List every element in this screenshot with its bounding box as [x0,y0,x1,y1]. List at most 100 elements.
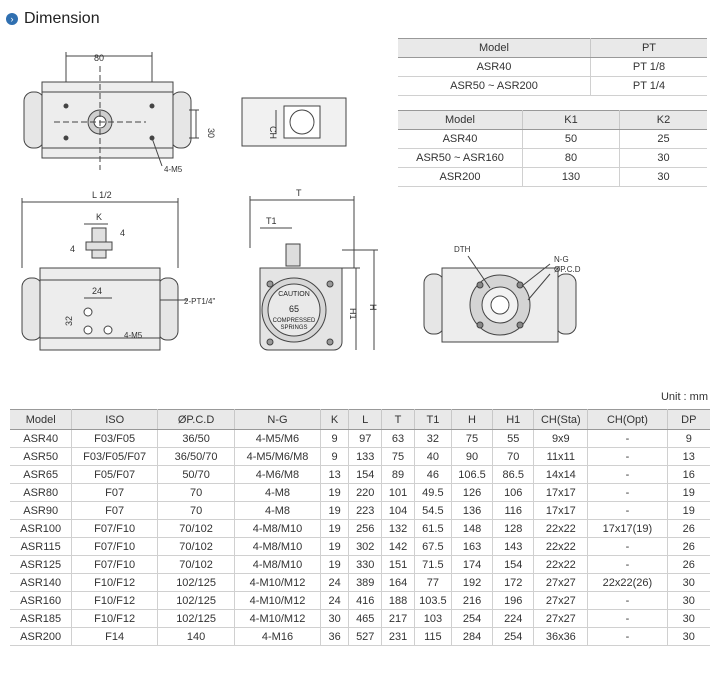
table-cell: ASR125 [10,555,73,574]
table-cell: 70/102 [157,537,236,556]
table-cell: 102/125 [157,609,236,628]
table-cell: 30 [320,609,350,628]
table-cell: 465 [348,609,383,628]
table-cell: F10/F12 [71,573,158,592]
top-view-drawing: 80 30 4-M5 [23,52,216,174]
table-cell: 17x17 [533,483,589,502]
table-cell: 49.5 [414,483,452,502]
table-cell: 192 [451,573,494,592]
table-cell: 9 [667,429,710,448]
dim-col-header: CH(Sta) [533,409,589,430]
table-cell: 231 [381,627,415,646]
table-cell: 223 [348,501,383,520]
table-cell: 174 [451,555,494,574]
table-header-row: Model K1 K2 [398,110,707,130]
table-cell: ASR200 [10,627,73,646]
table-cell: 130 [522,167,620,187]
side-dim-h: H [368,304,378,311]
pt-table: Model PT ASR40 PT 1/8 ASR50 ~ ASR200 PT … [398,38,707,96]
table-cell: F07 [71,483,158,502]
table-cell: 71.5 [414,555,452,574]
table-cell: 30 [667,573,710,592]
table-cell: F07 [71,501,158,520]
section-title: Dimension [24,10,100,27]
table-cell: - [587,465,668,484]
side-view-drawing: T T1 H H1 CAUTION 65 COMPRESSED SPRINGS [249,188,378,351]
table-cell: ASR40 [398,129,523,149]
top-dim-30: 30 [206,128,216,138]
table-cell: 142 [381,537,415,556]
table-cell: 14x14 [533,465,589,484]
section-header: › Dimension [6,10,100,28]
table-cell: ASR115 [10,537,73,556]
table-cell: 19 [667,483,710,502]
table-cell: 284 [451,627,494,646]
table-cell: 70/102 [157,555,236,574]
table-cell: 216 [451,591,494,610]
table-cell: 27x27 [533,609,589,628]
table-cell: 36/50 [157,429,236,448]
table-cell: - [587,501,668,520]
table-cell: 30 [667,591,710,610]
table-cell: 4-M16 [234,627,321,646]
table-cell: 75 [381,447,415,466]
table-cell: 128 [492,519,535,538]
table-cell: 4-M5/M6/M8 [234,447,321,466]
table-cell: 126 [451,483,494,502]
table-cell: 106 [492,483,535,502]
front-dim-24: 24 [92,286,102,296]
table-cell: - [587,447,668,466]
table-cell: 19 [320,519,350,538]
table-cell: 4-M8/M10 [234,537,321,556]
table-cell: 115 [414,627,452,646]
table-row: ASR50 ~ ASR200 PT 1/4 [398,76,707,96]
pt-col-pt: PT [590,38,707,58]
table-cell: ASR90 [10,501,73,520]
table-cell: ASR50 ~ ASR200 [398,76,591,96]
side-dim-t1: T1 [266,216,277,226]
table-cell: 102/125 [157,591,236,610]
table-cell: 26 [667,555,710,574]
table-cell: 172 [492,573,535,592]
table-cell: F10/F12 [71,591,158,610]
table-cell: 67.5 [414,537,452,556]
table-cell: - [587,537,668,556]
table-cell: 19 [320,483,350,502]
table-cell: - [587,483,668,502]
front-dim-k: K [96,212,102,222]
table-row: ASR50 ~ ASR160 80 30 [398,148,707,168]
k-table: Model K1 K2 ASR40 50 25 ASR50 ~ ASR160 8… [398,110,707,187]
k-col-k2: K2 [619,110,707,130]
table-cell: 220 [348,483,383,502]
table-cell: 50 [522,129,620,149]
top-dim-80: 80 [94,53,104,63]
table-cell: - [587,627,668,646]
table-cell: 36/50/70 [157,447,236,466]
table-cell: 30 [619,148,707,168]
side-dim-t: T [296,188,302,198]
table-cell: ASR80 [10,483,73,502]
dim-col-header: T1 [414,409,452,430]
table-cell: 527 [348,627,383,646]
table-cell: 55 [492,429,535,448]
table-cell: 13 [667,447,710,466]
bottom-dth-label: DTH [454,245,471,254]
table-cell: 11x11 [533,447,589,466]
side-size: 65 [289,304,299,314]
table-cell: 19 [320,501,350,520]
front-port-label: 2-PT1/4" [184,297,215,306]
table-cell: ASR65 [10,465,73,484]
table-cell: 254 [492,627,535,646]
table-row: ASR40 PT 1/8 [398,57,707,77]
table-cell: ASR50 [10,447,73,466]
table-cell: 4-M6/M8 [234,465,321,484]
k-col-model: Model [398,110,523,130]
